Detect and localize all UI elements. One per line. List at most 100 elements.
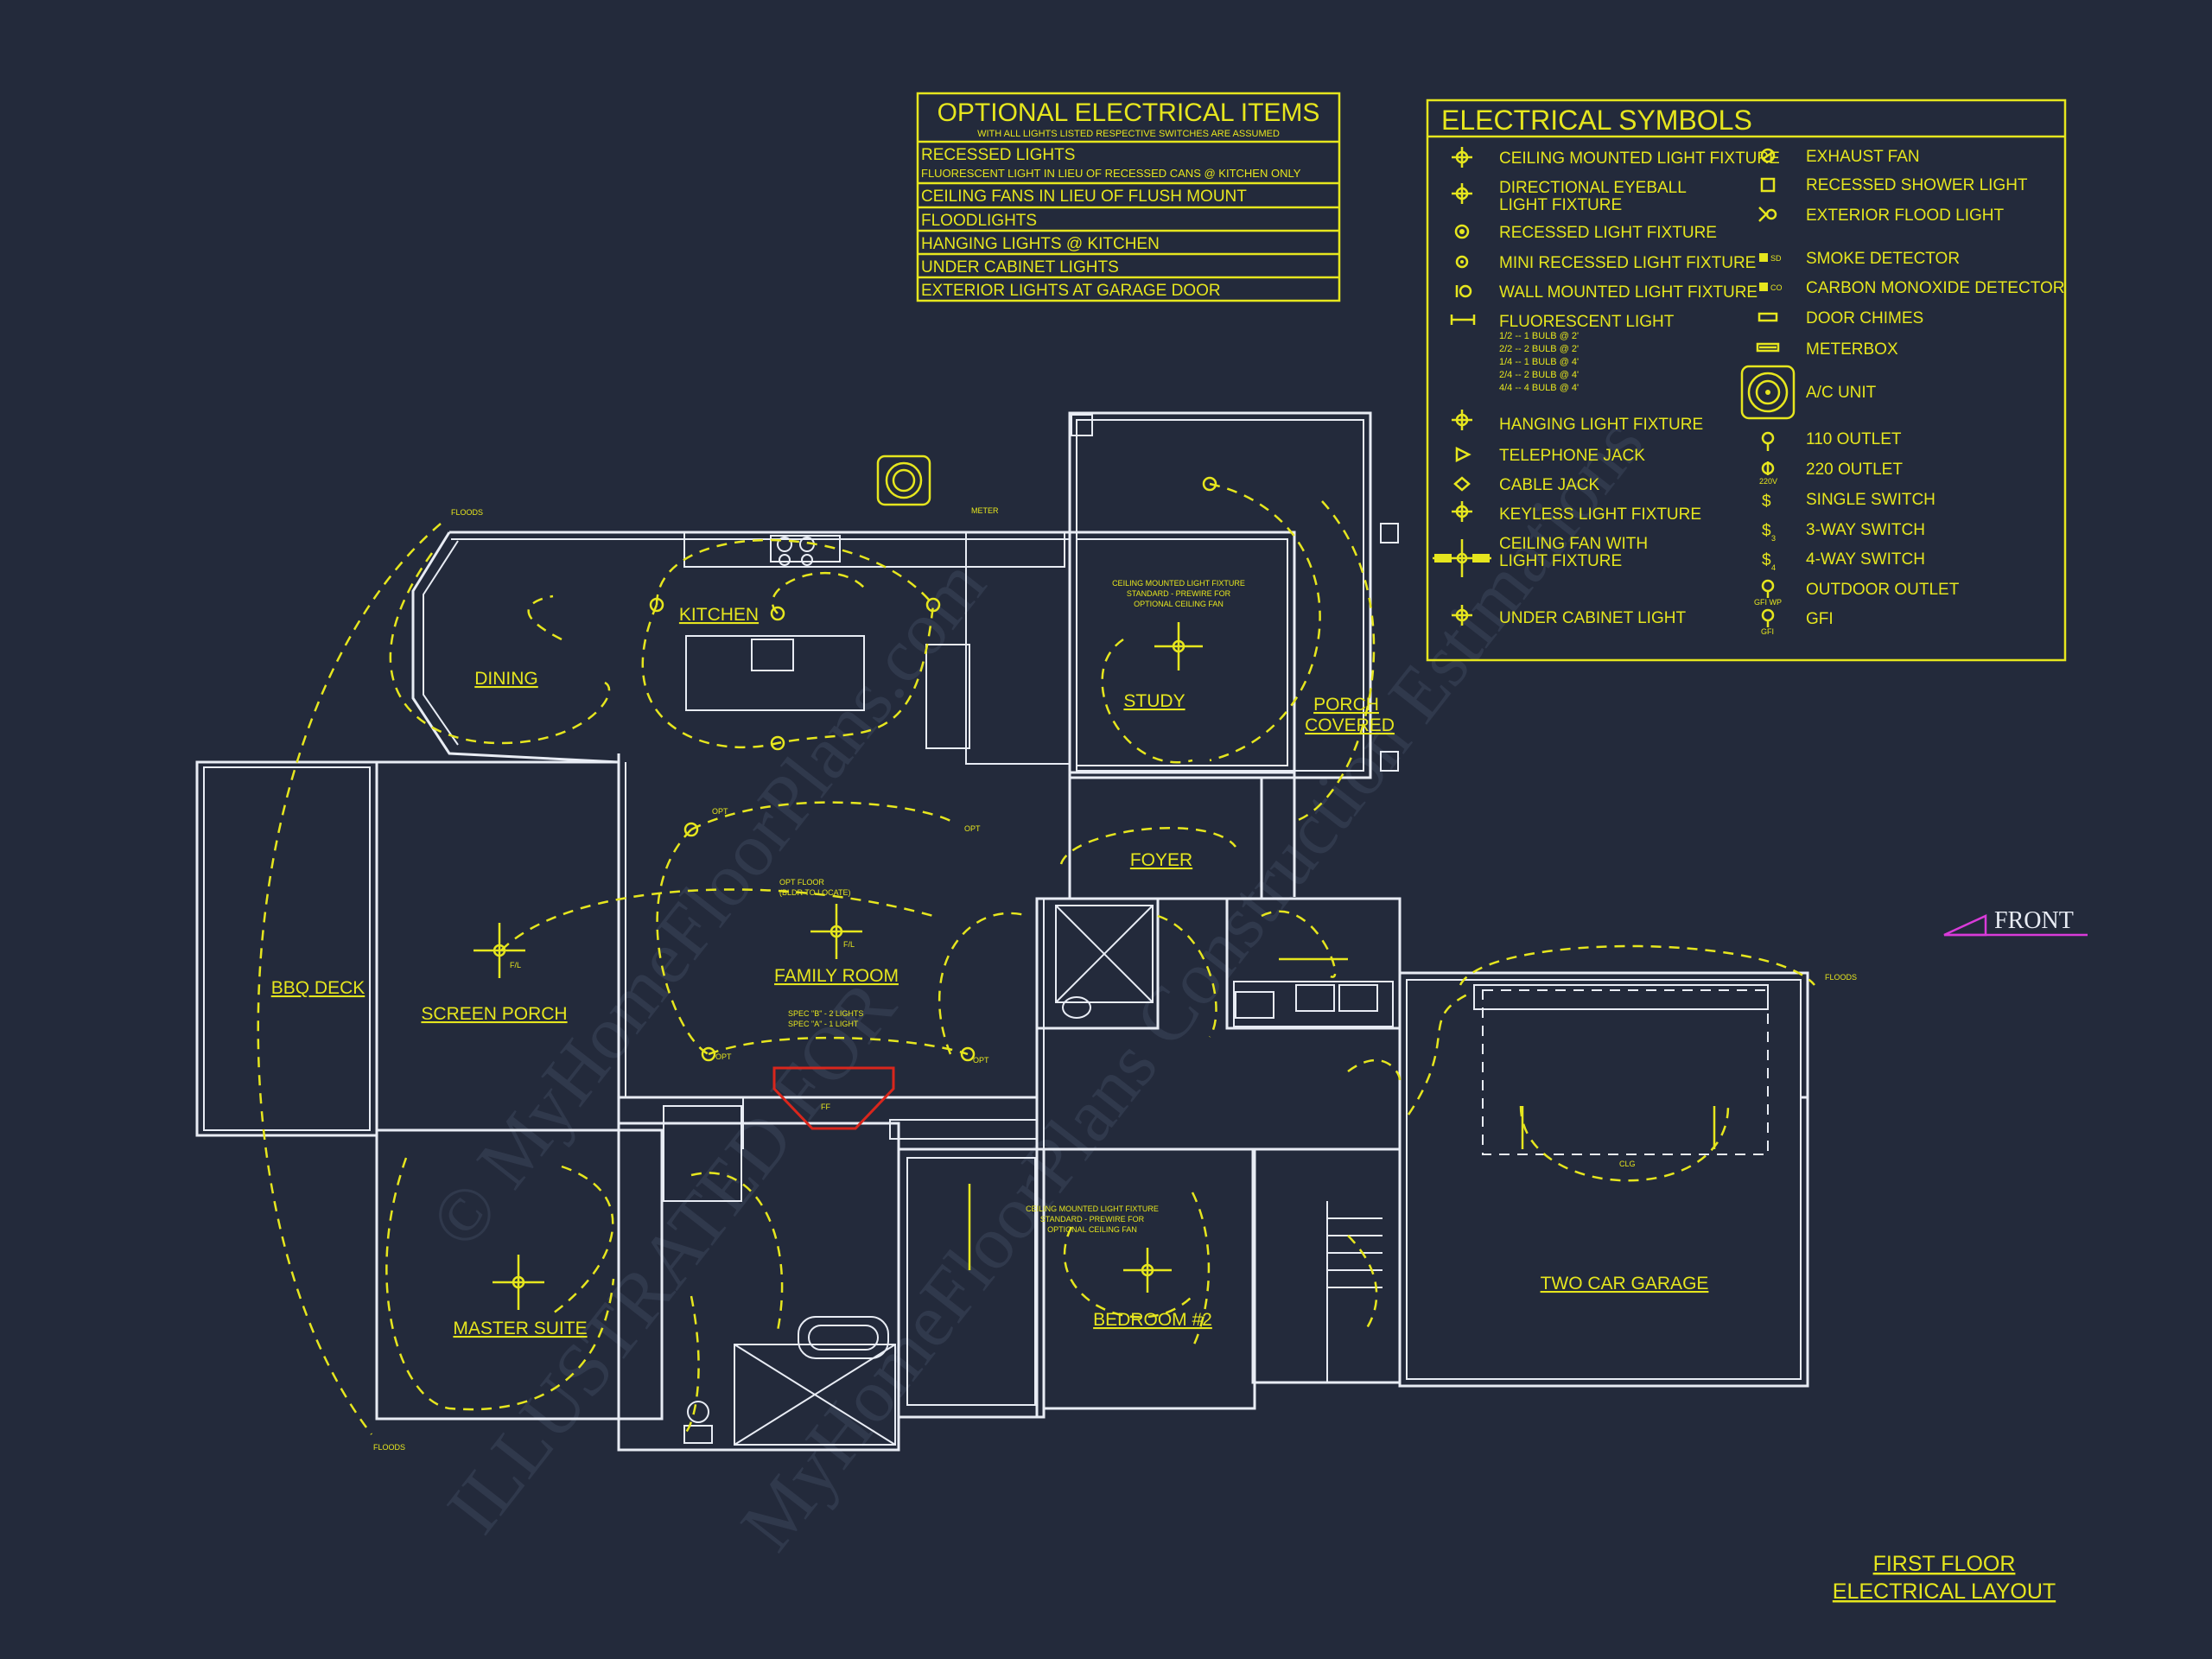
room-label-master-suite: MASTER SUITE xyxy=(453,1319,587,1338)
legend-label: HANGING LIGHT FIXTURE xyxy=(1499,416,1703,434)
room-label-porch: PORCH xyxy=(1313,695,1379,715)
study-note: STANDARD - PREWIRE FOR xyxy=(1127,589,1231,598)
room-label-kitchen: KITCHEN xyxy=(679,605,759,625)
legend-label: DIRECTIONAL EYEBALL xyxy=(1499,179,1687,197)
legend-label: GFI xyxy=(1806,610,1834,628)
legend-label: EXHAUST FAN xyxy=(1806,148,1920,166)
electrical-symbols-legend: ELECTRICAL SYMBOLS CEILING MOUNTED LIGHT… xyxy=(1426,99,2067,662)
fireplace xyxy=(772,1066,895,1130)
opt-note: OPT xyxy=(964,824,981,833)
legend-label: OUTDOOR OUTLET xyxy=(1806,581,1960,599)
room-labels: DINING KITCHEN STUDY PORCH COVERED FOYER… xyxy=(271,605,1709,1338)
front-indicator: FRONT xyxy=(1943,907,2088,937)
bedroom-note: OPTIONAL CEILING FAN xyxy=(1047,1225,1137,1234)
legend-label: CABLE JACK xyxy=(1499,476,1599,494)
legend-label: SMOKE DETECTOR xyxy=(1806,250,1960,268)
flood-light-icon xyxy=(1758,207,1777,222)
meter-note: METER xyxy=(971,506,999,515)
title-line-1: FIRST FLOOR xyxy=(1873,1552,2016,1576)
room-label-two-car-garage: TWO CAR GARAGE xyxy=(1541,1274,1709,1294)
legend-label: LIGHT FIXTURE xyxy=(1499,552,1622,570)
legend-label: EXTERIOR FLOOD LIGHT xyxy=(1806,207,2004,225)
legend-label: KEYLESS LIGHT FIXTURE xyxy=(1499,505,1701,524)
optional-row: HANGING LIGHTS @ KITCHEN xyxy=(921,235,1160,253)
optional-row: FLOODLIGHTS xyxy=(921,212,1037,230)
legend-label: FLUORESCENT LIGHT xyxy=(1499,313,1675,331)
floods-note: FLOODS xyxy=(451,508,483,517)
floods-note: FLOODS xyxy=(1825,973,1857,982)
outdoor-outlet-icon: GFI WP xyxy=(1754,579,1782,607)
optional-row: FLUORESCENT LIGHT IN LIEU OF RECESSED CA… xyxy=(921,167,1301,180)
svg-text:4: 4 xyxy=(1771,563,1776,572)
floods-note: FLOODS xyxy=(373,1443,405,1452)
legend-label: WALL MOUNTED LIGHT FIXTURE xyxy=(1499,283,1758,302)
opt-note: OPT xyxy=(715,1052,732,1061)
room-label-family-room: FAMILY ROOM xyxy=(774,966,899,986)
room-label-bbq-deck: BBQ DECK xyxy=(271,978,365,998)
optional-items-title: OPTIONAL ELECTRICAL ITEMS xyxy=(938,99,1320,127)
ceiling-fan-icon xyxy=(474,923,525,978)
circuit-wiring xyxy=(257,482,1815,1436)
opt-note: OPT xyxy=(712,807,728,816)
exhaust-fan-icon xyxy=(1760,148,1776,163)
legend-label: RECESSED SHOWER LIGHT xyxy=(1806,176,2028,194)
optional-row: CEILING FANS IN LIEU OF FLUSH MOUNT xyxy=(921,188,1247,206)
svg-text:220V: 220V xyxy=(1759,477,1777,486)
optional-row: UNDER CABINET LIGHTS xyxy=(921,258,1119,276)
fluorescent-note: 4/4 -- 4 BULB @ 4' xyxy=(1499,383,1579,393)
ceiling-light-icon xyxy=(1452,147,1472,168)
room-label-foyer: FOYER xyxy=(1130,850,1192,870)
legend-label: SINGLE SWITCH xyxy=(1806,491,1936,509)
optional-row: EXTERIOR LIGHTS AT GARAGE DOOR xyxy=(921,282,1221,300)
fl-note: F/L xyxy=(510,961,521,969)
drawing-title: FIRST FLOOR ELECTRICAL LAYOUT xyxy=(1833,1552,2056,1604)
svg-text:$: $ xyxy=(1762,493,1771,511)
single-switch-icon: $ xyxy=(1762,493,1771,511)
room-label-dining: DINING xyxy=(474,669,538,689)
legend-label: 3-WAY SWITCH xyxy=(1806,521,1925,539)
legend-label: CEILING FAN WITH xyxy=(1499,535,1648,553)
fl-note: F/L xyxy=(843,940,855,949)
ceiling-fan-icon xyxy=(1433,539,1491,577)
wall-light-icon xyxy=(1455,284,1472,298)
svg-text:GFI: GFI xyxy=(1761,627,1774,636)
optional-items-subtitle: WITH ALL LIGHTS LISTED RESPECTIVE SWITCH… xyxy=(977,129,1280,139)
legend-label: TELEPHONE JACK xyxy=(1499,447,1645,465)
ff-note: FF xyxy=(821,1103,830,1111)
svg-text:GFI WP: GFI WP xyxy=(1754,598,1782,607)
ceiling-fan-icon xyxy=(810,904,862,959)
door-chimes-icon xyxy=(1758,312,1778,322)
opt-note: OPT xyxy=(973,1056,989,1065)
hanging-light-icon xyxy=(1452,410,1472,430)
fluorescent-note: 2/4 -- 2 BULB @ 4' xyxy=(1499,370,1579,380)
three-way-switch-icon: $3 xyxy=(1762,522,1776,543)
opt-floor-note: (BLDR TO LOCATE) xyxy=(779,888,851,897)
ac-unit-icon xyxy=(1740,365,1796,420)
ceiling-fan-icon xyxy=(1123,1248,1172,1293)
gfi-icon: GFI xyxy=(1761,608,1775,636)
optional-row: RECESSED LIGHTS xyxy=(921,146,1075,164)
co-detector-icon: CO xyxy=(1759,283,1783,292)
svg-text:SD: SD xyxy=(1770,254,1782,263)
smoke-detector-icon: SD xyxy=(1759,253,1782,263)
legend-label: 110 OUTLET xyxy=(1806,430,1902,448)
fluorescent-note: 2/2 -- 2 BULB @ 2' xyxy=(1499,344,1579,354)
under-cabinet-light-icon xyxy=(1452,605,1472,626)
room-label-porch-covered: COVERED xyxy=(1305,715,1395,735)
legend-label: METERBOX xyxy=(1806,340,1898,359)
title-line-2: ELECTRICAL LAYOUT xyxy=(1833,1580,2056,1604)
svg-text:$: $ xyxy=(1762,522,1771,540)
mini-recessed-light-icon xyxy=(1455,255,1469,269)
study-note: OPTIONAL CEILING FAN xyxy=(1134,600,1224,608)
legend-label: A/C UNIT xyxy=(1806,384,1877,402)
plan-notes: FLOODS FLOODS FLOODS METER CEILING MOUNT… xyxy=(373,506,1857,1452)
telephone-jack-icon xyxy=(1455,446,1471,463)
svg-text:$: $ xyxy=(1762,551,1771,569)
recessed-light-icon xyxy=(1454,224,1470,239)
legend-label: 220 OUTLET xyxy=(1806,461,1903,479)
ceiling-fan-icon xyxy=(493,1255,544,1310)
optional-items-panel: OPTIONAL ELECTRICAL ITEMS WITH ALL LIGHT… xyxy=(916,92,1341,302)
legend-label: CEILING MOUNTED LIGHT FIXTURE xyxy=(1499,149,1780,168)
four-way-switch-icon: $4 xyxy=(1762,551,1776,572)
